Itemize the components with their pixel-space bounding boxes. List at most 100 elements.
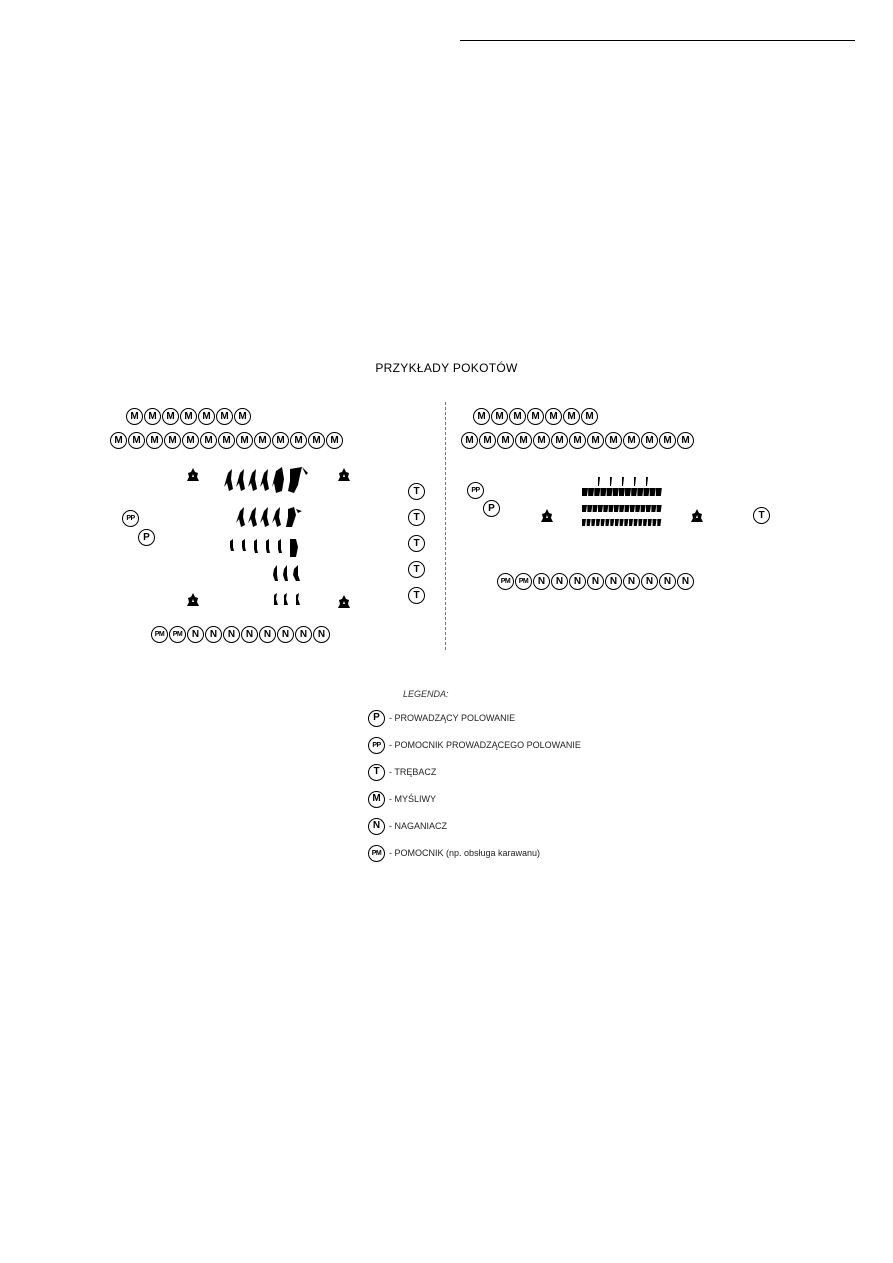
symbol-m-badge: M: [110, 432, 127, 449]
symbol-n-badge: N: [551, 573, 568, 590]
legend-item: T- TRĘBACZ: [368, 763, 581, 781]
symbol-m-badge: M: [641, 432, 658, 449]
header-rule: [460, 40, 855, 41]
game-animal-mark: [588, 488, 595, 496]
game-animal-mark: [600, 488, 607, 496]
game-animal-mark: [587, 505, 593, 512]
symbol-n-badge: N: [259, 626, 276, 643]
game-animal-mark: [619, 519, 624, 526]
symbol-m-badge: M: [569, 432, 586, 449]
game-animal-mark: [592, 505, 598, 512]
symbol-m-badge: M: [254, 432, 271, 449]
symbol-n-badge: N: [295, 626, 312, 643]
game-animal-mark: [634, 477, 636, 486]
game-animal-mark: [646, 505, 651, 512]
game-animal-mark: [624, 505, 630, 512]
game-animal-mark: [655, 488, 662, 496]
symbol-pm-badge: PM: [497, 573, 514, 590]
game-animal-mark: [631, 488, 638, 496]
symbol-m-badge: M: [164, 432, 181, 449]
symbol-m-badge: M: [677, 432, 694, 449]
symbol-m-badge: M: [605, 432, 622, 449]
game-animal-mark: [624, 519, 629, 526]
game-animal-mark: [640, 505, 646, 512]
symbol-m-badge: M: [587, 432, 604, 449]
symbol-n-badge: N: [641, 573, 658, 590]
symbol-n-badge: N: [605, 573, 622, 590]
symbol-m-badge: M: [509, 408, 526, 425]
game-animals-left: [224, 467, 308, 605]
symbol-m-badge: M: [308, 432, 325, 449]
game-animal-mark: [586, 519, 591, 526]
symbol-m-badge: M: [368, 790, 385, 808]
legend-item: PM - POMOCNIK (np. obsługa karawanu): [368, 844, 581, 862]
game-animal-mark: [622, 477, 624, 486]
legend-item-label: - POMOCNIK PROWADZĄCEGO POLOWANIE: [389, 740, 581, 750]
game-animal-mark: [582, 505, 587, 512]
symbol-m-badge: M: [146, 432, 163, 449]
left-leader-helper-badge: PP: [122, 510, 139, 527]
fire-icon: [338, 468, 350, 481]
symbol-p-badge: P: [368, 709, 385, 727]
symbol-n-badge: N: [569, 573, 586, 590]
right-leader-badge: P: [483, 500, 500, 517]
symbol-m-badge: M: [533, 432, 550, 449]
symbol-m-badge: M: [216, 408, 233, 425]
game-animal-mark: [635, 505, 641, 512]
game-animal-mark: [614, 505, 619, 512]
symbol-n-badge: N: [533, 573, 550, 590]
symbol-m-badge: M: [551, 432, 568, 449]
symbol-m-badge: M: [234, 408, 251, 425]
game-animal-mark: [614, 519, 619, 526]
game-animal-mark: [637, 488, 644, 496]
game-animal-mark: [657, 519, 662, 526]
symbol-m-badge: M: [479, 432, 496, 449]
right-trumpeter-badge: T: [753, 507, 770, 524]
symbol-pm-badge: PM: [368, 844, 385, 862]
game-animal-mark: [591, 519, 596, 526]
symbol-n-badge: N: [677, 573, 694, 590]
game-animal-mark: [594, 488, 601, 496]
legend-item: PP - POMOCNIK PROWADZĄCEGO POLOWANIE: [368, 736, 581, 754]
game-animal-mark: [629, 519, 634, 526]
game-animal-mark: [643, 488, 650, 496]
symbol-m-badge: M: [581, 408, 598, 425]
symbol-n-badge: N: [241, 626, 258, 643]
symbol-m-badge: M: [326, 432, 343, 449]
symbol-m-badge: M: [126, 408, 143, 425]
trumpeter-badge: T: [408, 483, 425, 500]
symbol-n-badge: N: [205, 626, 222, 643]
symbol-m-badge: M: [236, 432, 253, 449]
symbol-m-badge: M: [218, 432, 235, 449]
game-animal-mark: [612, 488, 619, 496]
legend-item: M - MYŚLIWY: [368, 790, 581, 808]
game-animal-mark: [619, 505, 625, 512]
symbol-m-badge: M: [461, 432, 478, 449]
symbol-m-badge: M: [290, 432, 307, 449]
trumpeter-badge: T: [408, 535, 425, 552]
game-animal-mark: [656, 505, 662, 512]
symbol-m-badge: M: [272, 432, 289, 449]
game-animal-mark: [630, 505, 635, 512]
symbol-t-badge: T: [368, 763, 385, 781]
legend-item-label: - MYŚLIWY: [389, 794, 437, 804]
symbol-pp-badge: PP: [368, 736, 385, 754]
fire-icon: [187, 468, 199, 481]
game-animal-mark: [582, 519, 586, 526]
game-animal-mark: [651, 505, 657, 512]
legend-item-label: - POMOCNIK (np. obsługa karawanu): [389, 848, 541, 858]
game-animal-mark: [649, 488, 656, 496]
symbol-n-badge: N: [223, 626, 240, 643]
symbol-m-badge: M: [623, 432, 640, 449]
game-animal-mark: [605, 519, 610, 526]
symbol-m-badge: M: [182, 432, 199, 449]
game-animal-mark: [610, 477, 612, 486]
game-animal-mark: [598, 505, 603, 512]
symbol-m-badge: M: [515, 432, 532, 449]
